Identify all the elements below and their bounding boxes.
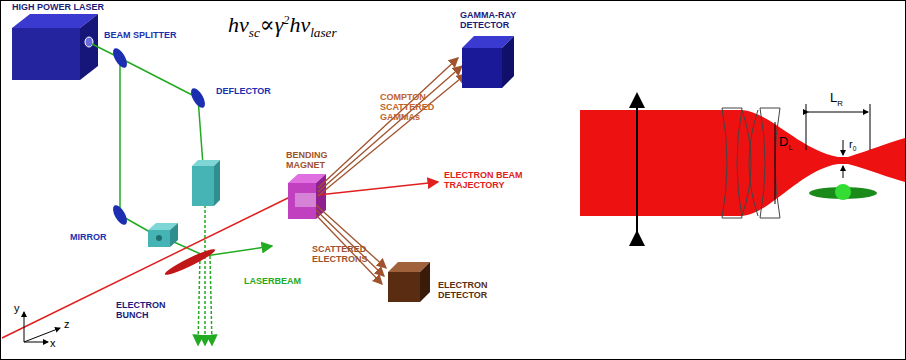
formula-part: laser — [310, 25, 336, 40]
part-label: BEAM SPLITTER — [104, 30, 184, 40]
formula-part: 0 — [853, 145, 857, 152]
formula-part: ∝γ — [260, 12, 284, 37]
math-label: DL — [779, 134, 793, 152]
formula-part: R — [837, 99, 843, 108]
part-label: BENDING MAGNET — [286, 150, 346, 170]
formula-part: r — [849, 138, 853, 150]
gamma-rays — [318, 58, 466, 196]
math-label: LR — [830, 90, 843, 108]
part-label: ELECTRON BEAM TRAJECTORY — [444, 170, 524, 190]
part-label: x — [50, 337, 62, 349]
rayleigh-length-bracket — [806, 104, 870, 150]
electron-bunch — [163, 246, 217, 278]
deflector-box — [192, 160, 220, 206]
part-label: y — [14, 302, 26, 314]
waist-arrows — [843, 140, 844, 178]
deflector-mirror — [188, 86, 208, 110]
part-label: ELECTRON BUNCH — [116, 300, 176, 320]
part-label: LASERBEAM — [244, 276, 314, 286]
part-label: COMPTON SCATTERED GAMMAs — [380, 92, 440, 122]
trajectory-arrow — [318, 182, 438, 195]
laser-box — [12, 14, 98, 80]
formula-part: D — [779, 134, 788, 149]
electron-beam — [2, 196, 292, 338]
part-label: ELECTRON DETECTOR — [438, 280, 508, 300]
mirror-symbol — [110, 203, 130, 227]
formula-part: L — [788, 143, 792, 152]
part-label: DEFLECTOR — [216, 86, 286, 96]
part-label: MIRROR — [70, 232, 120, 242]
part-label: SCATTERED ELECTRONS — [312, 244, 378, 264]
lens-diameter-line — [775, 122, 776, 204]
focusing-beam — [580, 110, 905, 216]
beam-splitter-symbol — [110, 46, 130, 70]
polarization-arrow — [636, 94, 638, 232]
formula-part: sc — [249, 25, 260, 40]
part-label: HIGH POWER LASER — [12, 2, 132, 12]
formula-part: hν — [289, 12, 310, 37]
math-label: r0 — [849, 138, 856, 152]
electron-bunch-core — [835, 184, 851, 200]
bending-magnet — [288, 174, 326, 219]
part-label: z — [64, 318, 76, 330]
electron-detector-cube — [388, 262, 430, 302]
lens-outlines — [722, 108, 780, 218]
part-label: GAMMA-RAY DETECTOR — [460, 10, 522, 30]
formula-part: 2 — [283, 13, 289, 27]
optic-box — [148, 223, 178, 247]
gamma-detector-cube — [462, 36, 514, 88]
math-label: hνsc∝γ2hνlaser — [228, 12, 337, 41]
formula-part: hν — [228, 12, 249, 37]
formula-part: L — [830, 90, 837, 105]
